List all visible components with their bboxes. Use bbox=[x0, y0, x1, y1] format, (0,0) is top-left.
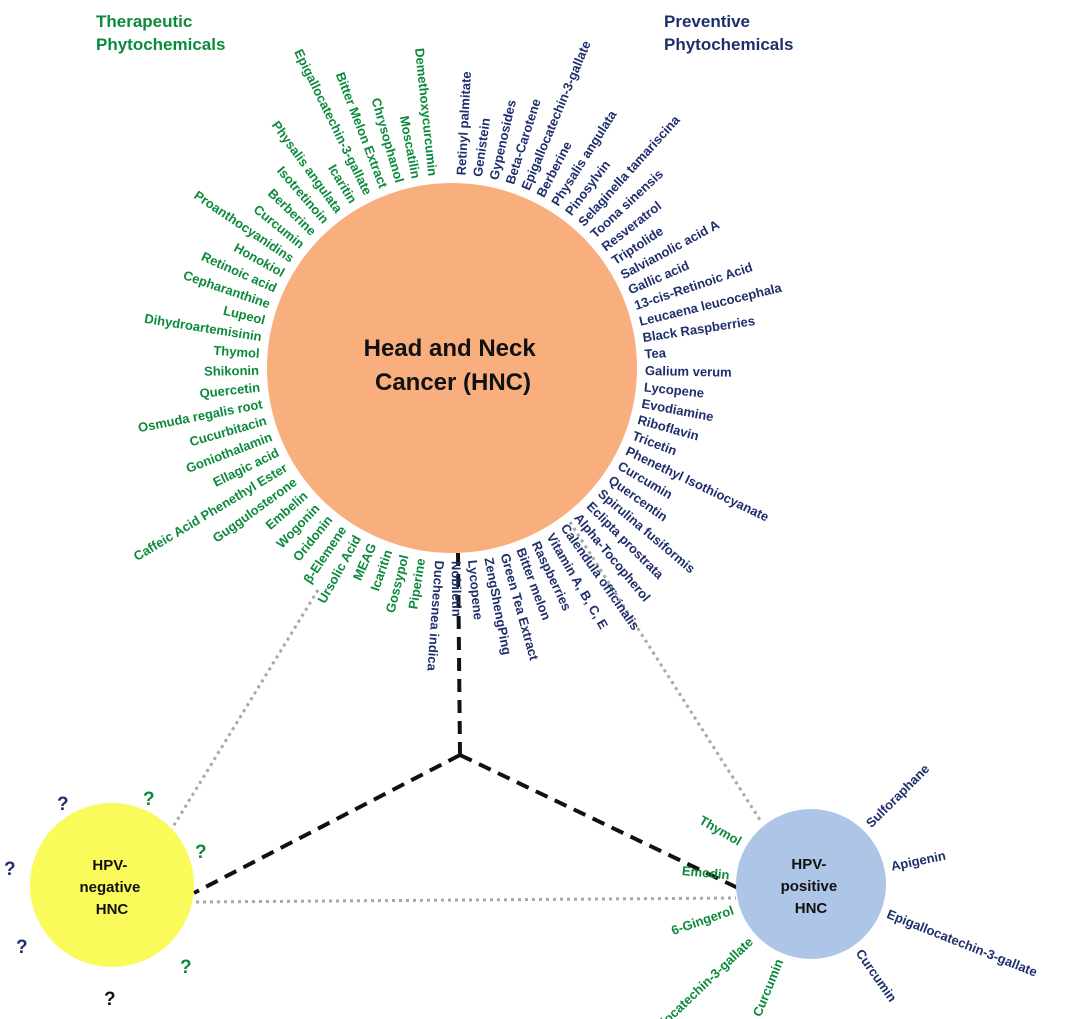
dashed-center-to-hpv-positive bbox=[459, 753, 739, 890]
therapeutic-heading: Therapeutic Phytochemicals bbox=[96, 12, 225, 54]
therapeutic-item: Quercetin bbox=[199, 380, 261, 401]
hpv-positive-preventive-item: Epigallocatechin-3-gallate bbox=[885, 906, 1040, 979]
preventive-item: Tea bbox=[644, 345, 667, 361]
hnc-title-line: Cancer (HNC) bbox=[375, 369, 531, 396]
preventive-item: Retinyl palmitate bbox=[454, 71, 474, 176]
hpv-negative-line: HPV- bbox=[92, 857, 127, 874]
question-mark: ? bbox=[180, 957, 192, 978]
preventive-heading: Preventive Phytochemicals bbox=[664, 12, 793, 54]
question-mark: ? bbox=[16, 937, 28, 958]
hpv-negative-circle bbox=[30, 803, 194, 967]
connectors bbox=[166, 521, 762, 904]
preventive-item: Duchesnea indica bbox=[424, 560, 447, 672]
question-mark: ? bbox=[4, 859, 16, 880]
therapeutic-item: Thymol bbox=[213, 343, 260, 361]
hnc-title-line: Head and Neck bbox=[364, 335, 537, 362]
dotted-hnc-to-hpv-positive bbox=[568, 521, 762, 821]
hpv-positive-line: positive bbox=[781, 878, 838, 895]
dotted-hnc-to-hpv-negative bbox=[166, 589, 320, 836]
hpv-positive-circle bbox=[736, 809, 886, 959]
preventive-heading-line: Preventive bbox=[664, 12, 750, 31]
hpv-negative-line: negative bbox=[79, 879, 140, 896]
hpv-positive-line: HNC bbox=[795, 900, 828, 917]
hpv-positive-preventive-item: Apigenin bbox=[890, 848, 948, 874]
preventive-item: Nobiletin bbox=[449, 561, 465, 617]
preventive-item: Galium verum bbox=[645, 363, 732, 380]
hpv-positive-therapeutic-item: Curcumin bbox=[750, 957, 787, 1019]
hpv-positive-therapeutic-item: Thymol bbox=[697, 812, 745, 848]
question-mark: ? bbox=[195, 842, 207, 863]
hpv-positive-preventive-item: Sulforaphane bbox=[863, 761, 932, 830]
hnc-title: Head and Neck Cancer (HNC) bbox=[364, 335, 543, 396]
dashed-hnc-to-center bbox=[456, 552, 462, 756]
dashed-center-to-hpv-negative bbox=[193, 753, 461, 895]
question-marks: ? ? ? ? ? ? ? bbox=[4, 789, 207, 1010]
hnc-circle bbox=[267, 183, 637, 553]
hpv-positive-therapeutic-item: 6-Gingerol bbox=[669, 903, 735, 938]
therapeutic-item: Shikonin bbox=[204, 363, 259, 379]
preventive-item: Lycopene bbox=[465, 559, 486, 620]
therapeutic-heading-line: Therapeutic bbox=[96, 12, 192, 31]
hpv-negative-title: HPV- negative HNC bbox=[79, 857, 144, 918]
hpv-positive-title: HPV- positive HNC bbox=[781, 856, 842, 917]
question-mark: ? bbox=[57, 794, 69, 815]
question-mark: ? bbox=[104, 989, 116, 1010]
hpv-positive-therapeutic-item: Emodin bbox=[681, 863, 730, 883]
dotted-hpv-negative-to-positive bbox=[195, 896, 737, 904]
question-mark: ? bbox=[143, 789, 155, 810]
hpv-positive-therapeutic-item: Epigallocatechin-3-gallate bbox=[629, 934, 756, 1019]
hpv-positive-line: HPV- bbox=[791, 856, 826, 873]
hpv-negative-line: HNC bbox=[96, 901, 129, 918]
preventive-item: Lycopene bbox=[643, 379, 704, 400]
preventive-heading-line: Phytochemicals bbox=[664, 35, 793, 54]
hpv-positive-preventive-item: Curcumin bbox=[853, 946, 900, 1004]
therapeutic-heading-line: Phytochemicals bbox=[96, 35, 225, 54]
